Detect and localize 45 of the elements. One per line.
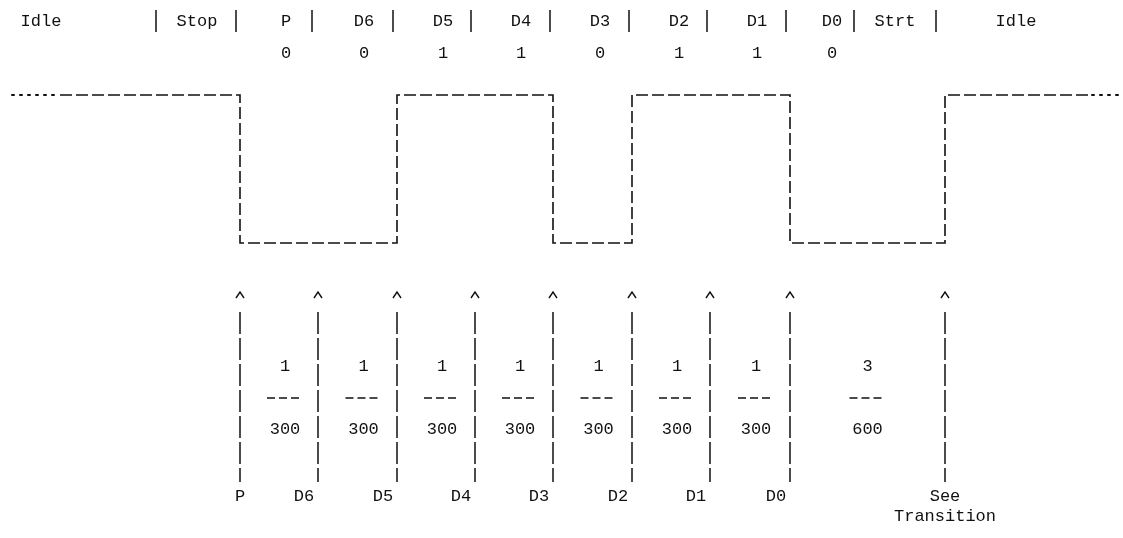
state-label: Idle bbox=[995, 12, 1037, 32]
bit-name: D5 bbox=[372, 487, 394, 507]
numerator: 1 bbox=[279, 357, 291, 377]
denominator: 300 bbox=[740, 420, 772, 440]
bit-value: 0 bbox=[594, 44, 606, 64]
bit-value: 1 bbox=[673, 44, 685, 64]
bit-value: 1 bbox=[437, 44, 449, 64]
bit-name: D6 bbox=[353, 12, 375, 32]
bit-name: D5 bbox=[432, 12, 454, 32]
bit-name: P bbox=[234, 487, 246, 507]
bit-value: 0 bbox=[280, 44, 292, 64]
state-label: Idle bbox=[20, 12, 62, 32]
bit-name: D0 bbox=[765, 487, 787, 507]
bit-value: 1 bbox=[515, 44, 527, 64]
bit-name: D3 bbox=[528, 487, 550, 507]
numerator: 1 bbox=[514, 357, 526, 377]
numerator: 1 bbox=[358, 357, 369, 377]
denominator: 600 bbox=[852, 420, 883, 440]
bit-name: D4 bbox=[510, 12, 532, 32]
bit-name: Stop bbox=[176, 12, 218, 32]
bit-name: P bbox=[280, 12, 292, 32]
numerator: 1 bbox=[671, 357, 683, 377]
bit-name: D6 bbox=[293, 487, 315, 507]
bit-value: 0 bbox=[826, 44, 838, 64]
bit-name: D1 bbox=[685, 487, 707, 507]
bit-name: D2 bbox=[607, 487, 629, 507]
numerator: 1 bbox=[436, 357, 448, 377]
numerator: 3 bbox=[862, 357, 873, 377]
numerator: 1 bbox=[593, 357, 604, 377]
note-text: See Transition bbox=[893, 487, 997, 527]
denominator: 300 bbox=[348, 420, 379, 440]
denominator: 300 bbox=[504, 420, 536, 440]
denominator: 300 bbox=[661, 420, 693, 440]
numerator: 1 bbox=[750, 357, 762, 377]
bit-value: 0 bbox=[358, 44, 370, 64]
bit-name: D3 bbox=[589, 12, 611, 32]
denominator: 300 bbox=[583, 420, 614, 440]
bit-name: Strt bbox=[874, 12, 916, 32]
bit-name: D1 bbox=[746, 12, 768, 32]
bit-name: D4 bbox=[450, 487, 472, 507]
bit-value: 1 bbox=[751, 44, 763, 64]
bit-name: D0 bbox=[821, 12, 843, 32]
bit-name: D2 bbox=[668, 12, 690, 32]
denominator: 300 bbox=[426, 420, 458, 440]
denominator: 300 bbox=[269, 420, 301, 440]
